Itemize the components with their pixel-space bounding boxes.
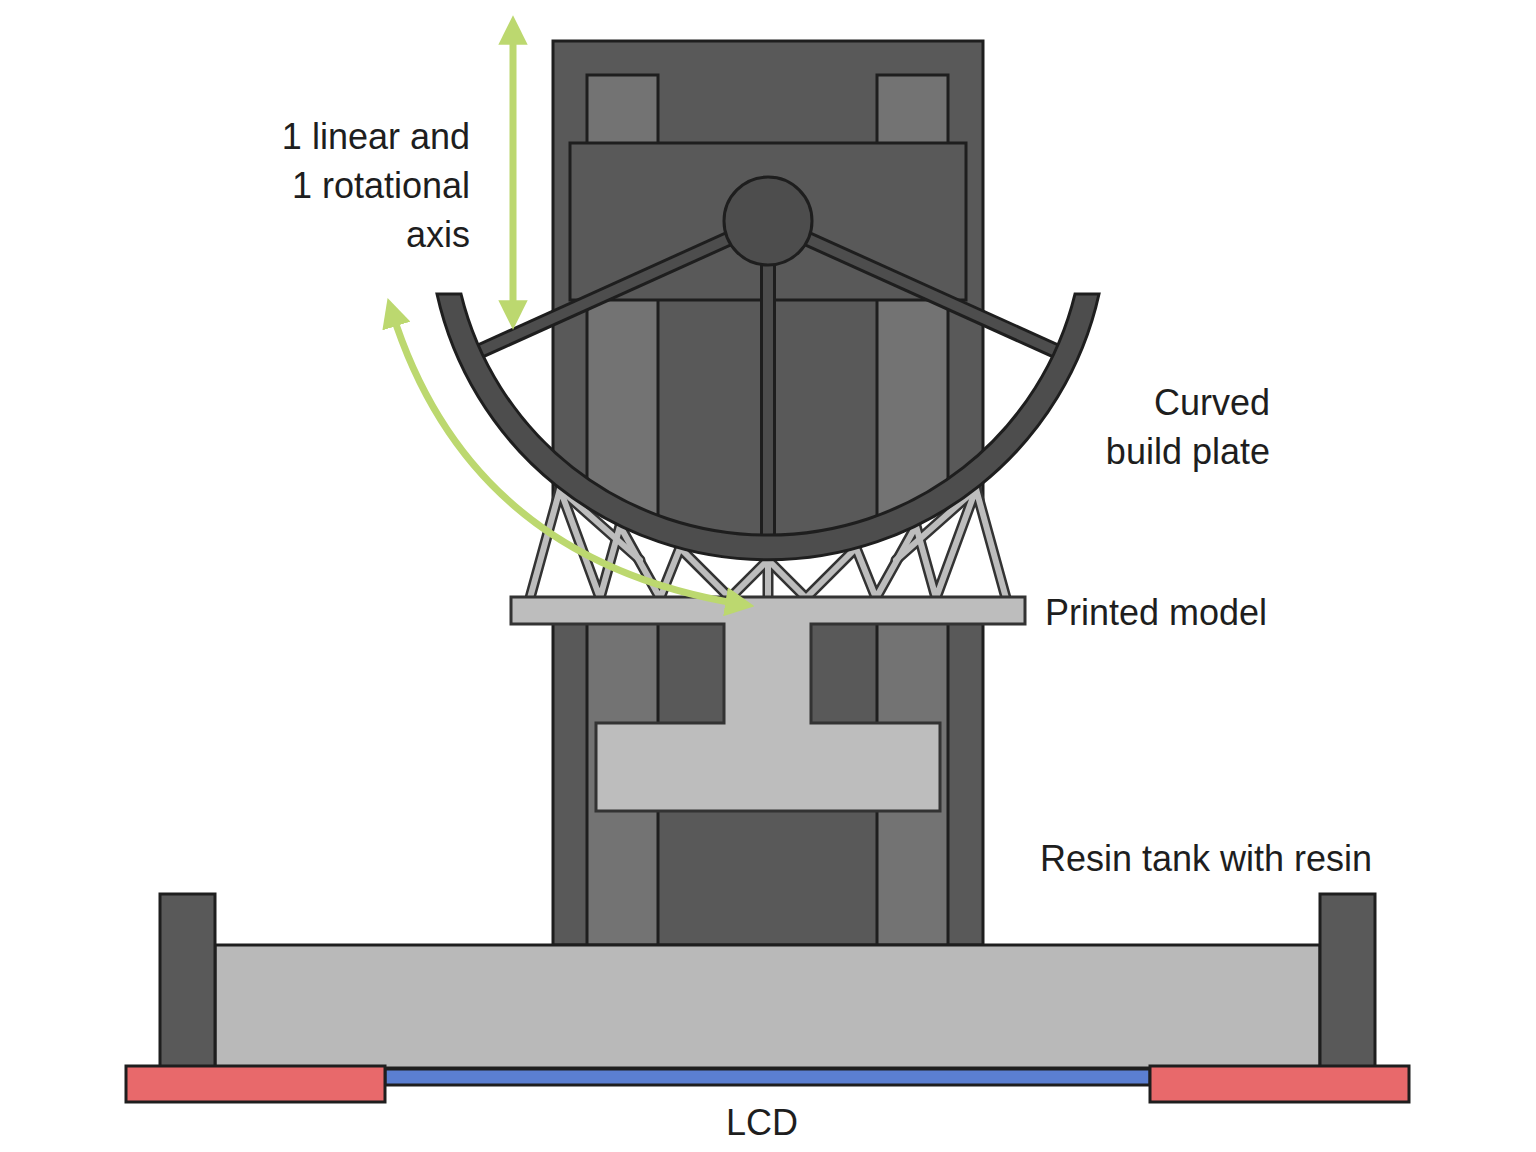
part-label: LCD <box>726 1098 798 1147</box>
part-label: Printed model <box>1045 588 1267 637</box>
resin-tank <box>160 894 1375 1068</box>
linear-axis-arrow <box>510 30 517 315</box>
axis-label: 1 linear and 1 rotational axis <box>265 112 470 259</box>
curved-build-plate <box>437 177 1099 560</box>
rotational-axis-arrow <box>392 312 740 604</box>
part-label: Resin tank with resin <box>1040 834 1372 883</box>
part-label: Curved build plate <box>1090 378 1270 476</box>
lcd-panel <box>126 1066 1409 1102</box>
